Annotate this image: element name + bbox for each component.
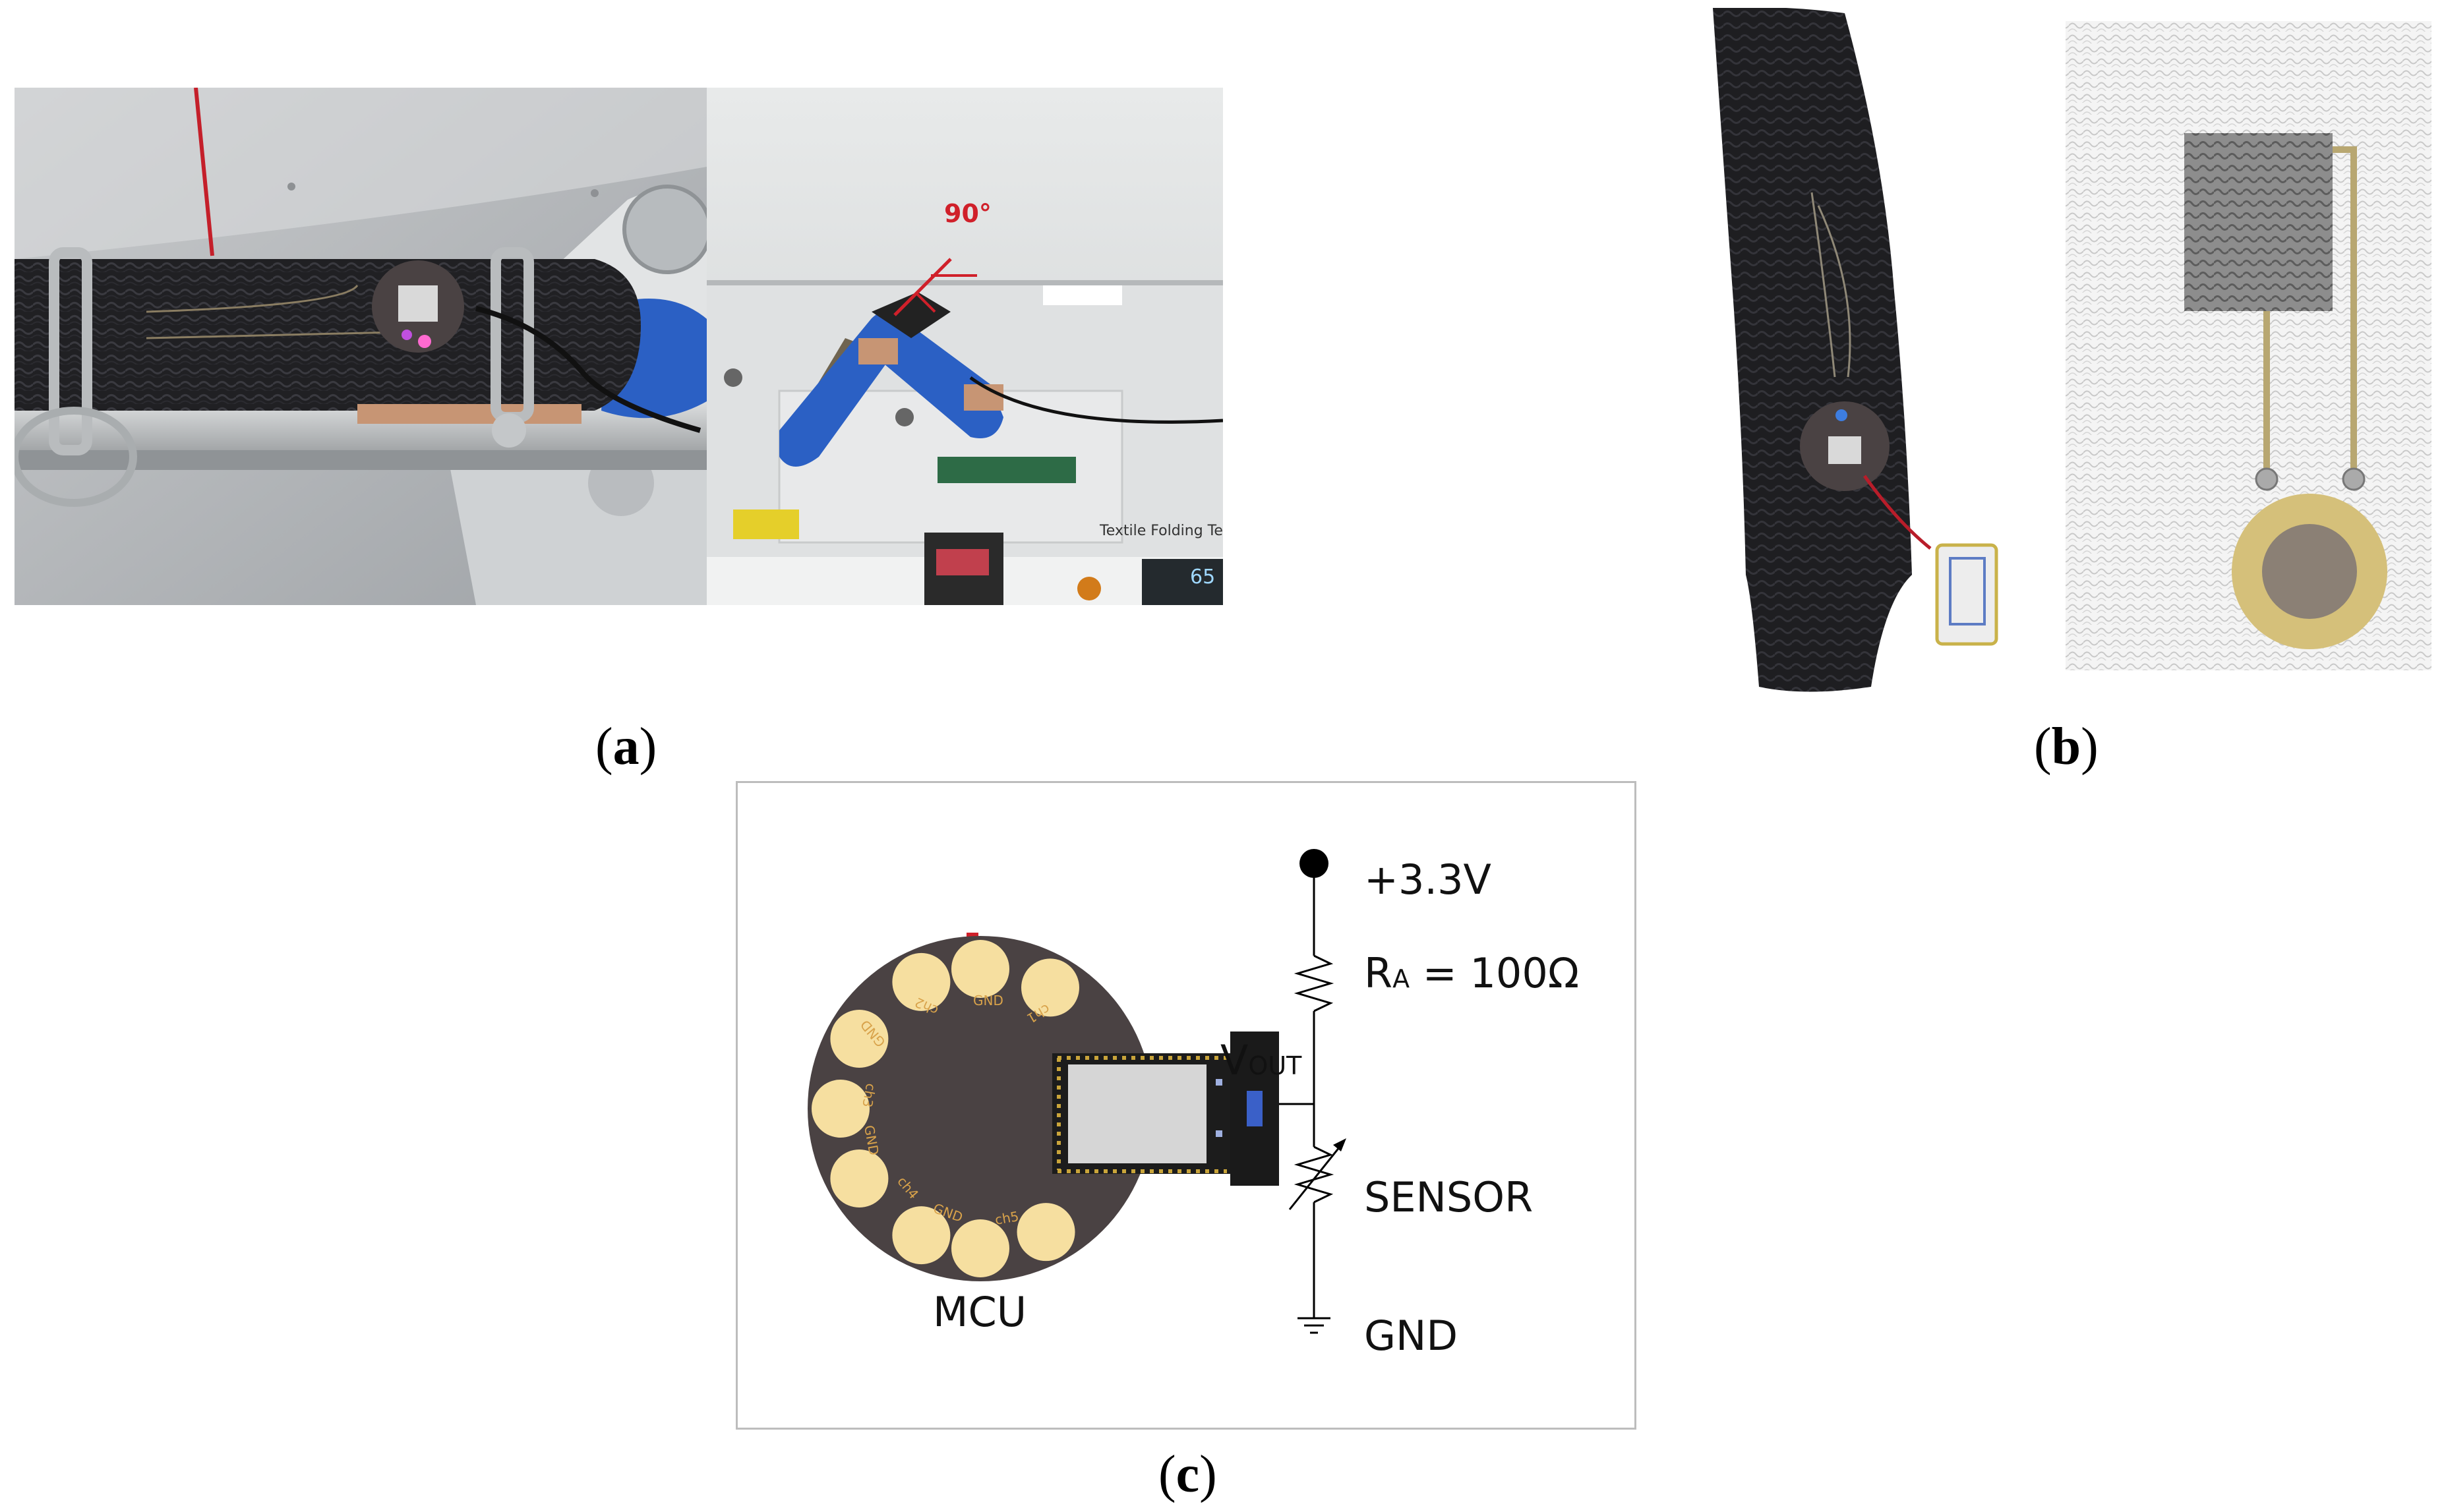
vout-main: V <box>1220 1036 1249 1084</box>
sensor-symbol <box>1294 1146 1334 1204</box>
display-value: 65 <box>1190 566 1216 589</box>
caption-c-letter: c <box>1176 1445 1200 1503</box>
mcu-pad <box>892 952 951 1011</box>
caption-a-letter: a <box>612 718 640 776</box>
circuit-wires <box>808 849 1346 1334</box>
panel-b-drawing <box>1713 7 2431 692</box>
angle-label: 90° <box>944 199 992 228</box>
ground-label: GND <box>1364 1312 1458 1360</box>
circuit-diagram: GND ch2 ch1 ch3 GND ch4 GND GND ch5 +3.3… <box>736 781 1636 1430</box>
mcu-pad <box>830 1149 889 1207</box>
mcu-pad <box>1017 1203 1075 1262</box>
machine-label: Textile Folding Te <box>1100 523 1223 539</box>
caption-c-open: ( <box>1158 1445 1176 1503</box>
mcu-board <box>808 933 1279 1281</box>
supply-label: +3.3V <box>1364 856 1491 904</box>
panel-a-photo <box>11 87 1224 605</box>
caption-c: (c) <box>1158 1445 1217 1505</box>
caption-a-open: ( <box>595 718 613 776</box>
sensor-arrow-line <box>1288 1143 1344 1210</box>
caption-a-close: ) <box>639 718 657 776</box>
mcu-label: MCU <box>933 1288 1027 1336</box>
pad-label-gnd-top: GND <box>973 993 1003 1008</box>
resistor-label: RA = 100Ω <box>1364 949 1579 997</box>
vout-label: VOUT <box>1220 1036 1301 1084</box>
resistor-value: = 100Ω <box>1410 949 1580 997</box>
caption-c-close: ) <box>1199 1445 1217 1503</box>
caption-b-close: ) <box>2081 718 2099 776</box>
caption-b-open: ( <box>2034 718 2052 776</box>
mcu-pad <box>892 1206 951 1265</box>
caption-b: (b) <box>2034 717 2099 777</box>
mcu-pad <box>830 1010 889 1068</box>
resistor-main: R <box>1364 949 1393 997</box>
sensor-label: SENSOR <box>1364 1173 1534 1221</box>
mcu-pad <box>951 1219 1009 1277</box>
vout-sub: OUT <box>1248 1051 1302 1080</box>
mcu-pads <box>812 940 1079 1277</box>
panel-a-photo-drawing <box>11 87 1224 605</box>
resistor-ra-symbol <box>1294 954 1334 1012</box>
caption-b-letter: b <box>2051 718 2081 776</box>
caption-a: (a) <box>595 717 657 777</box>
sensor-arrowhead <box>1333 1138 1346 1151</box>
mcu-pad <box>951 940 1009 998</box>
resistor-sub: A <box>1392 964 1410 993</box>
mcu-pad <box>812 1080 870 1138</box>
panel-b-photo <box>1706 7 2438 693</box>
mcu-pad <box>1021 958 1079 1017</box>
